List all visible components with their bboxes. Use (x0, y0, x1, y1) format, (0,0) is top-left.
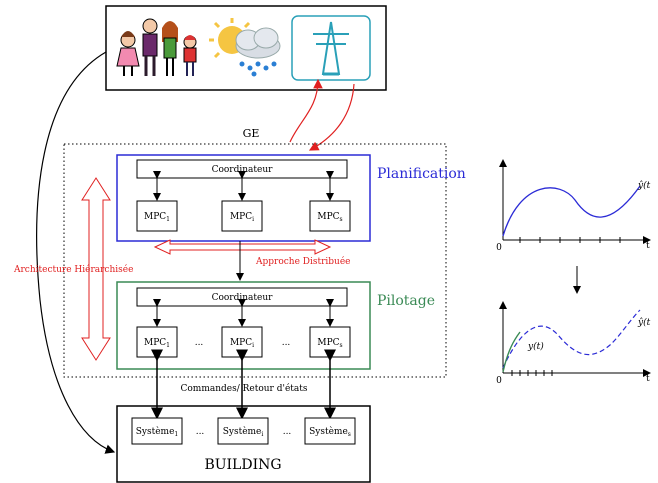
systems-group: Système1 Systèmei Systèmes ... ... (131, 417, 356, 445)
graph-bottom-t: t (646, 374, 650, 384)
arrow-ge-to-grid (289, 78, 323, 143)
arrow-grid-to-ge (308, 83, 355, 151)
graph-top-origin: 0 (496, 243, 502, 253)
mpc-top-1-label: MPC1 (144, 212, 170, 223)
coordinateur-bottom-label: Coordinateur (212, 293, 274, 303)
system-i (217, 417, 269, 445)
commandes-label: Commandes/ Retour d'états (180, 383, 307, 394)
graph-bottom-origin: 0 (496, 376, 502, 386)
environment-box (105, 5, 387, 91)
pilotage-label: Pilotage (377, 293, 435, 309)
family-icon (116, 18, 197, 76)
graph-bottom-curve-label: ŷ(t (637, 317, 651, 328)
power-tower-icon (291, 15, 371, 81)
mpc-bottom-1 (136, 326, 178, 358)
system-1 (131, 417, 183, 445)
mpc-bottom-group: MPC1 MPCi MPCs ... ... (136, 299, 351, 358)
mpc-bottom-s-label: MPCs (317, 338, 342, 349)
system-1-label: Système1 (136, 426, 179, 438)
graph-top-curve-label: ŷ(t (637, 180, 651, 191)
building-label: BUILDING (204, 457, 281, 473)
ellipsis-mpc-2: ... (282, 338, 291, 348)
architecture-label: Architecture Hiérarchisée (13, 264, 133, 275)
weather-icon (209, 18, 281, 77)
architecture-arrow (81, 177, 111, 361)
mpc-top-s-label: MPCs (317, 212, 342, 223)
approche-label: Approche Distribuée (255, 256, 351, 267)
mpc-top-1 (136, 200, 178, 232)
mpc-top-i-label: MPCi (230, 212, 254, 223)
graph-bottom-y-label: y(t) (527, 341, 544, 352)
coordinateur-top-label: Coordinateur (212, 165, 274, 175)
graph-top: 0 t ŷ(t (496, 159, 651, 253)
building-box (116, 405, 371, 483)
ellipsis-mpc-1: ... (195, 338, 204, 348)
graph-top-curve (502, 185, 641, 237)
mpc-bottom-1-label: MPC1 (144, 338, 170, 349)
planification-box (116, 154, 371, 242)
planification-label: Planification (377, 166, 466, 182)
graph-bottom: 0 t ŷ(t y(t) (496, 301, 651, 386)
mpc-top-s (309, 200, 351, 232)
ellipsis-sys-1: ... (196, 427, 205, 437)
mpc-bottom-i-label: MPCi (230, 338, 254, 349)
approche-arrow (153, 239, 332, 255)
commandes-arrows (151, 349, 336, 420)
graph-top-t: t (646, 241, 650, 251)
arrow-env-to-building (36, 51, 116, 454)
system-s-label: Systèmes (309, 426, 351, 438)
graph-bottom-prediction (502, 309, 641, 369)
ge-box (63, 143, 447, 378)
mpc-top-group: MPC1 MPCi MPCs (136, 171, 351, 232)
mpc-top-i (221, 200, 263, 232)
ellipsis-sys-2: ... (283, 427, 292, 437)
ge-label: GE (243, 127, 260, 140)
system-s (304, 417, 356, 445)
system-i-label: Systèmei (223, 426, 264, 438)
graph-bottom-measured (502, 331, 521, 373)
